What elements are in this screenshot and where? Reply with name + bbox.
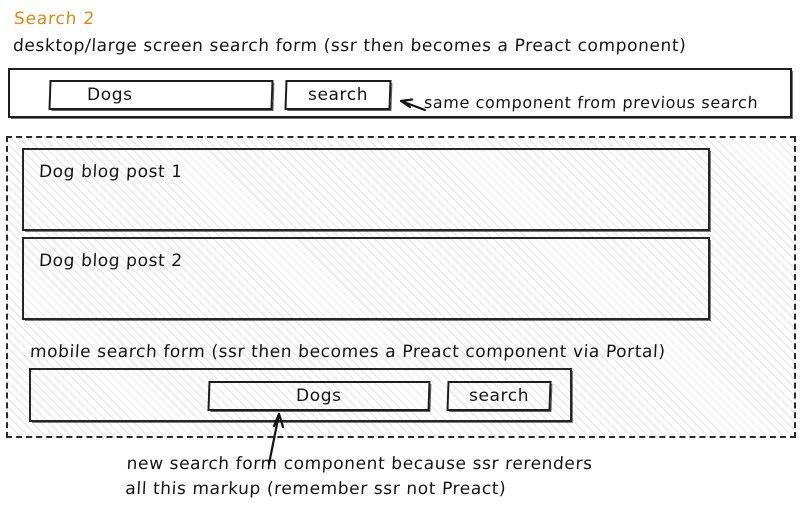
- desktop-search-input-value: Dogs: [87, 85, 133, 105]
- blog-post-card[interactable]: Dog blog post 2: [22, 237, 710, 320]
- mobile-form-caption: mobile search form (ssr then becomes a P…: [29, 342, 667, 362]
- desktop-search-input[interactable]: Dogs: [48, 80, 274, 110]
- mobile-search-input[interactable]: Dogs: [207, 381, 431, 411]
- bottom-annotation-line-2: all this markup (remember ssr not Preact…: [124, 479, 507, 499]
- arrow-up-icon: [267, 412, 285, 466]
- blog-post-title: Dog blog post 2: [38, 251, 184, 271]
- bottom-annotation-text: new search form component because ssr re…: [125, 452, 593, 502]
- mobile-search-form: Dogs search: [29, 368, 572, 422]
- mobile-search-button-label: search: [468, 386, 530, 406]
- desktop-search-button-label: search: [307, 85, 369, 105]
- arrow-left-icon: [399, 98, 427, 112]
- mobile-search-button[interactable]: search: [446, 381, 552, 411]
- blog-post-card[interactable]: Dog blog post 1: [22, 148, 710, 231]
- desktop-search-button[interactable]: search: [284, 80, 392, 110]
- desktop-annotation-text: same component from previous search: [423, 93, 759, 112]
- page-title: Search 2: [13, 9, 96, 29]
- desktop-form-caption: desktop/large screen search form (ssr th…: [12, 36, 687, 56]
- blog-post-title: Dog blog post 1: [38, 162, 184, 182]
- bottom-annotation-line-1: new search form component because ssr re…: [126, 454, 594, 474]
- desktop-search-form: Dogs search: [8, 68, 792, 118]
- ssr-rerendered-region: Dog blog post 1 Dog blog post 2 mobile s…: [6, 136, 796, 438]
- mobile-search-input-value: Dogs: [296, 386, 342, 406]
